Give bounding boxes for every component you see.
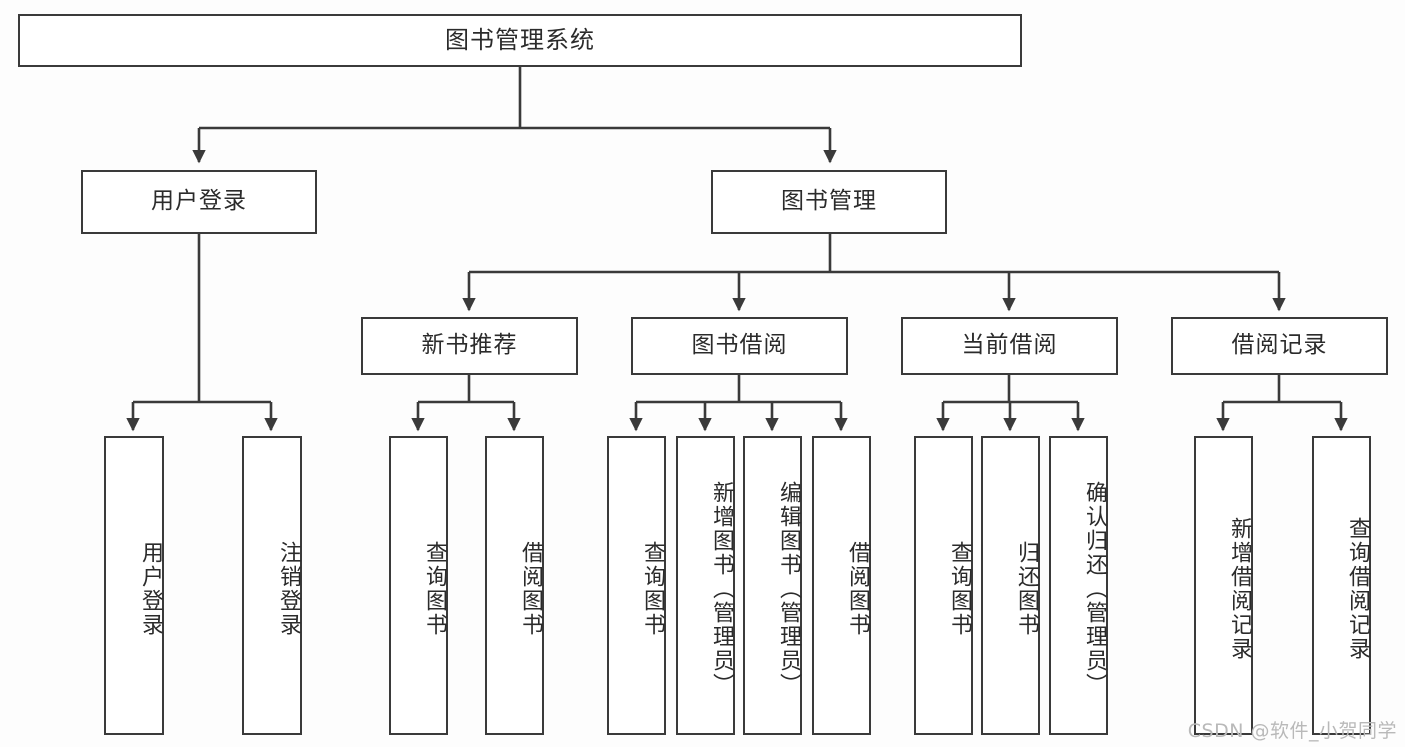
node-label: 用户登录 <box>151 188 247 215</box>
node-new-book-recommend[interactable]: 新书推荐 <box>361 317 578 375</box>
node-leaf-user-logout[interactable]: 注销登录 <box>242 436 302 735</box>
node-leaf-query-book-3[interactable]: 查询图书 <box>914 436 973 735</box>
node-label: 图书管理系统 <box>445 26 595 55</box>
node-leaf-user-login[interactable]: 用户登录 <box>104 436 164 735</box>
node-leaf-add-record[interactable]: 新增借阅记录 <box>1194 436 1253 735</box>
node-label: 借阅图书 <box>518 540 543 637</box>
node-label: 新增图书（管理员） <box>709 480 734 697</box>
node-label: 当前借阅 <box>961 332 1058 359</box>
node-leaf-return-book[interactable]: 归还图书 <box>981 436 1040 735</box>
node-label: 查询借阅记录 <box>1345 516 1370 661</box>
node-borrow-record[interactable]: 借阅记录 <box>1171 317 1388 375</box>
node-leaf-confirm-return[interactable]: 确认归还（管理员） <box>1049 436 1108 735</box>
watermark-text: CSDN @软件_小贺同学 <box>1187 720 1397 742</box>
node-label: 图书借阅 <box>691 332 788 359</box>
node-label: 用户登录 <box>138 540 163 637</box>
node-label: 借阅记录 <box>1231 332 1328 359</box>
node-current-borrow[interactable]: 当前借阅 <box>901 317 1118 375</box>
node-label: 新增借阅记录 <box>1227 516 1252 661</box>
node-leaf-edit-book[interactable]: 编辑图书（管理员） <box>743 436 802 735</box>
node-label: 查询图书 <box>640 540 665 637</box>
node-leaf-borrow-book-2[interactable]: 借阅图书 <box>812 436 871 735</box>
node-label: 编辑图书（管理员） <box>776 480 801 697</box>
node-label: 新书推荐 <box>421 332 518 359</box>
node-label: 图书管理 <box>781 188 877 215</box>
node-leaf-borrow-book-1[interactable]: 借阅图书 <box>485 436 544 735</box>
node-book-manage[interactable]: 图书管理 <box>711 170 947 234</box>
node-label: 借阅图书 <box>845 540 870 637</box>
node-leaf-add-book[interactable]: 新增图书（管理员） <box>676 436 735 735</box>
node-label: 查询图书 <box>422 540 447 637</box>
node-leaf-query-book-1[interactable]: 查询图书 <box>389 436 448 735</box>
node-label: 查询图书 <box>947 540 972 637</box>
node-label: 注销登录 <box>276 540 301 637</box>
node-label: 归还图书 <box>1014 540 1039 637</box>
node-user-login[interactable]: 用户登录 <box>81 170 317 234</box>
node-book-borrow[interactable]: 图书借阅 <box>631 317 848 375</box>
node-label: 确认归还（管理员） <box>1082 480 1107 697</box>
node-leaf-query-book-2[interactable]: 查询图书 <box>607 436 666 735</box>
node-root-system[interactable]: 图书管理系统 <box>18 14 1022 67</box>
node-leaf-query-record[interactable]: 查询借阅记录 <box>1312 436 1371 735</box>
